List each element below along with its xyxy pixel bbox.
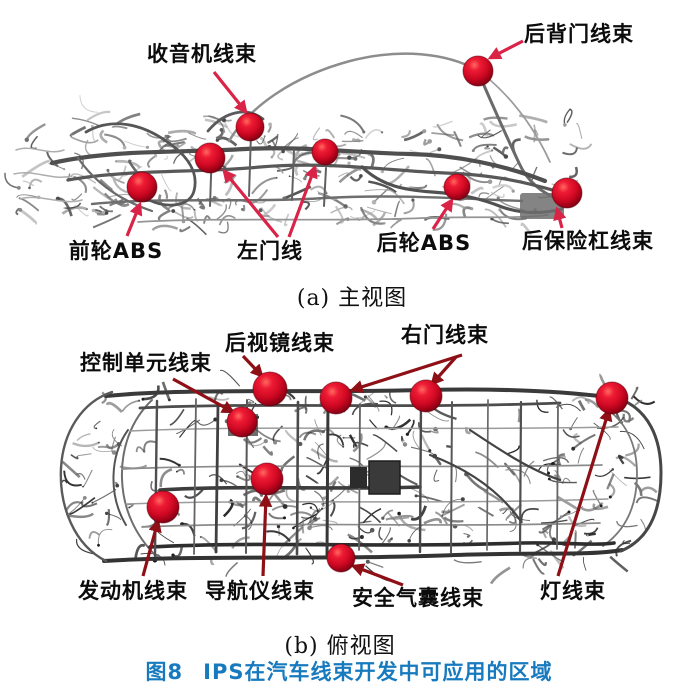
lamp-harness-label: 灯线束: [540, 579, 606, 603]
rear-bumper-harness-dot: [551, 177, 583, 209]
left-door-dot-1: [194, 142, 226, 174]
airbag-harness-label-arrow: [350, 563, 404, 587]
left-door-dot-2: [311, 138, 339, 166]
right-door-dot-2: [409, 379, 443, 413]
mirror-harness-dot: [252, 371, 288, 407]
right-door-harness-label: 右门线束: [401, 323, 489, 347]
radio-harness-dot: [235, 112, 265, 142]
airbag-harness-label: 安全气囊线束: [352, 586, 484, 610]
top-view-harness-drawing: [59, 387, 663, 563]
front-wheel-abs-label: 前轮ABS: [68, 239, 164, 263]
figure-title: IPS在汽车线束开发中可应用的区域: [203, 660, 553, 684]
rear-bumper-harness-label: 后保险杠线束: [522, 229, 654, 253]
radio-harness-label: 收音机线束: [147, 42, 257, 66]
front-wheel-abs-dot: [126, 171, 158, 203]
control-unit-harness-label: 控制单元线束: [80, 351, 212, 375]
navigator-harness-label: 导航仪线束: [205, 579, 315, 603]
rear-tailgate-harness-label: 后背门线束: [524, 22, 634, 46]
engine-harness-dot: [146, 490, 180, 524]
region-marker-dots: [126, 55, 629, 573]
right-door-harness-label-arrow: [349, 353, 463, 394]
left-door-label-arrow: [287, 164, 318, 238]
callout-arrows: [125, 39, 613, 587]
left-door-label: 左门线: [237, 239, 303, 263]
panel-b-caption: (b) 俯视图: [284, 634, 396, 659]
front-wheel-abs-label-arrow: [125, 201, 143, 237]
lamp-harness-label-arrow: [556, 407, 613, 577]
rear-tailgate-harness-dot: [462, 55, 494, 87]
engine-harness-label: 发动机线束: [78, 579, 188, 603]
engine-harness-label-arrow: [141, 518, 162, 577]
figure-number: 图8: [145, 660, 184, 684]
airbag-harness-dot: [326, 543, 356, 573]
mirror-harness-label: 后视镜线束: [225, 331, 335, 355]
right-door-dot-1: [319, 381, 353, 415]
navigator-harness-label-arrow: [258, 493, 273, 577]
panel-a-caption: (a) 主视图: [296, 286, 408, 311]
rear-bumper-harness-label-arrow: [553, 206, 567, 229]
rear-wheel-abs-label: 后轮ABS: [376, 231, 472, 255]
rear-wheel-abs-label-arrow: [431, 197, 454, 230]
mirror-harness-label-arrow: [241, 354, 264, 378]
navigator-harness-dot: [250, 462, 284, 496]
radio-harness-label-arrow: [212, 71, 248, 115]
lamp-harness-dot: [595, 381, 629, 415]
figure-caption: 图8 IPS在汽车线束开发中可应用的区域: [146, 656, 553, 686]
control-unit-harness-dot: [226, 406, 258, 438]
right-door-harness-label-arrow: [430, 355, 458, 387]
left-door-label-arrow: [222, 168, 280, 239]
control-unit-harness-label-arrow: [172, 377, 236, 414]
rear-wheel-abs-dot: [443, 173, 471, 201]
rear-tailgate-harness-label-arrow: [487, 39, 524, 60]
